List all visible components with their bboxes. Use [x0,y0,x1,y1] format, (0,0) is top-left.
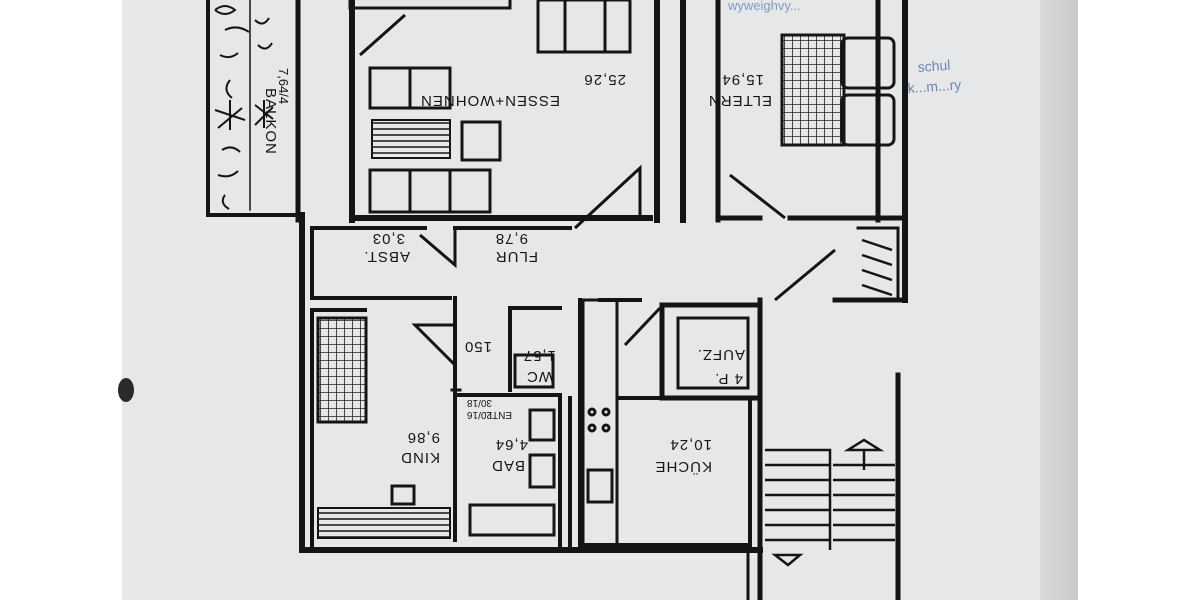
label-flur: FLUR [495,248,538,265]
double-bed [780,33,846,147]
aufz-capacity: 4 P. [714,370,743,387]
label-kueche: KÜCHE [654,458,712,476]
room-labels: ESSEN+WOHNEN 25,26 ELTERN 15,94 BALKON 7… [262,68,772,476]
label-kind: KIND [400,449,440,466]
background-left [0,0,122,600]
area-balkon: 7,64/4 [276,68,291,104]
door-width-150: 150 [464,338,492,355]
furniture [348,0,632,214]
handwritten-right-1: schul [917,57,951,75]
doors [359,13,836,369]
walls [206,0,908,600]
wardrobe [861,238,893,297]
area-flur: 9,78 [495,230,528,247]
kitchen-counter [581,298,619,547]
punch-hole [118,378,134,402]
area-wc: 1,57 [523,347,556,364]
area-kueche: 10,24 [669,436,712,453]
child-desk [317,507,451,539]
label-aufz: AUFZ. [697,346,745,363]
child-bed [316,316,368,424]
balcony-plants [214,5,274,210]
handwritten-notes: wyweighvy... schul k...m...ry [727,0,962,96]
area-abst: 3,03 [372,230,405,247]
label-essen-wohnen: ESSEN+WOHNEN [420,92,560,109]
area-kind: 9,86 [407,429,440,446]
label-wc: WC [526,368,553,385]
bad-note-2: 20/16 [467,409,492,420]
bad-note-1: ENTL. [484,409,512,420]
background-right [1078,0,1200,600]
bad-note-3: 30/18 [467,397,492,408]
label-bad: BAD [491,457,525,474]
area-bad: 4,64 [495,436,528,453]
paper-edge [1040,0,1078,600]
bathroom-fixtures [468,353,556,537]
coffee-table [371,119,451,159]
label-eltern: ELTERN [708,92,772,109]
area-eltern: 15,94 [721,71,764,88]
handwritten-right-2: k...m...ry [907,76,962,96]
label-balkon: BALKON [262,88,279,155]
label-abst: ABST. [363,248,410,265]
staircase [765,438,895,567]
handwritten-top-right: wyweighvy... [727,0,801,13]
area-essen-wohnen: 25,26 [583,71,626,88]
